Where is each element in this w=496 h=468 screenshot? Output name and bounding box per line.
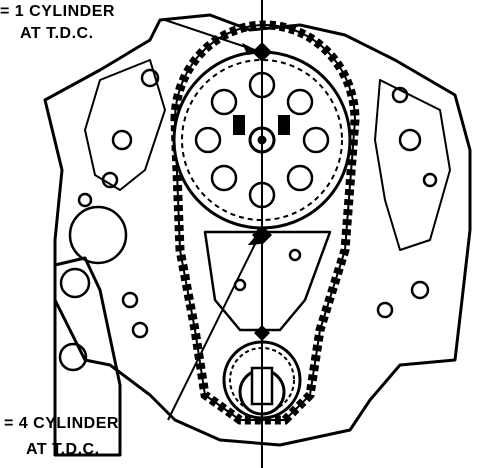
timing-marks (252, 42, 272, 341)
bolt-hole (111, 129, 133, 151)
block-right-contour (374, 79, 451, 251)
leader-line-bottom (167, 237, 259, 421)
bolt-hole (77, 192, 93, 208)
label-4-cylinder-tdc: AT T.D.C. (26, 441, 100, 458)
bolt-hole (288, 248, 302, 262)
timing-chain (170, 20, 360, 425)
bolt-hole (376, 301, 394, 319)
bolt-hole (140, 68, 160, 88)
tensioner-arm (203, 230, 332, 332)
bolt-hole (398, 128, 422, 152)
leader-line-top (164, 19, 256, 51)
bolt-hole (422, 172, 438, 188)
bolt-hole (101, 171, 119, 189)
block-left-contour (84, 59, 166, 191)
bolt-head (58, 342, 88, 372)
bolt-hole (131, 321, 149, 339)
bolt-hole (121, 291, 139, 309)
engine-block-outline (43, 13, 472, 447)
label-1-cylinder-tdc: AT T.D.C. (20, 25, 94, 42)
bolt-hole (391, 86, 409, 104)
bolt-hole (410, 280, 430, 300)
side-bracket (53, 256, 122, 457)
large-bore (68, 205, 128, 265)
label-1-cylinder: = 1 CYLINDER (0, 3, 115, 20)
label-4-cylinder: = 4 CYLINDER (4, 415, 119, 432)
bolt-head (59, 267, 91, 299)
